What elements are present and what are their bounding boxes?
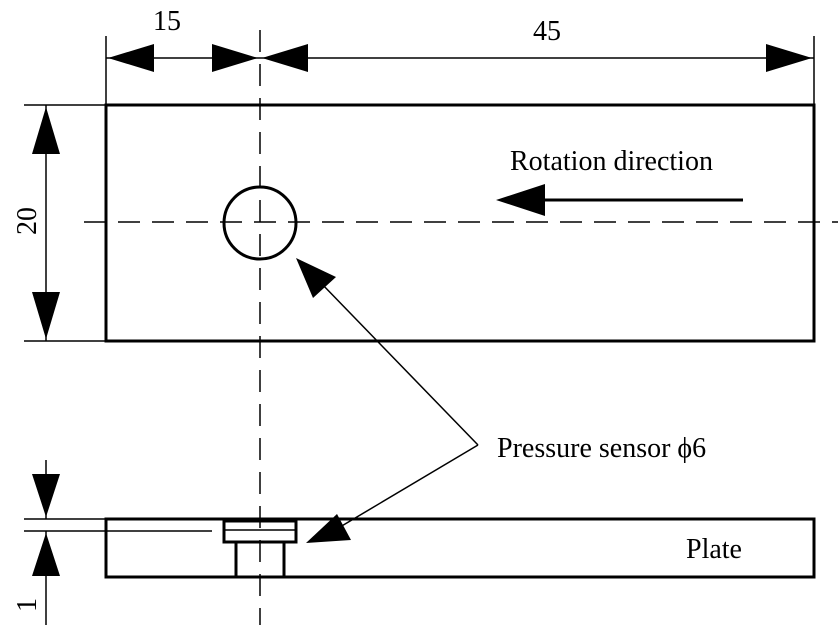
- dim-45-arrow-right: [766, 44, 812, 72]
- sensor-leader-upper: [319, 281, 479, 446]
- sensor-stem: [234, 540, 286, 579]
- dim-15-arrow-right: [212, 44, 258, 72]
- sensor-circle: [222, 185, 298, 261]
- rotation-arrow-head: [496, 184, 545, 216]
- dim-1-arrow-top: [32, 474, 60, 517]
- dim-15-arrow-left: [108, 44, 154, 72]
- dim-1-arrow-bottom: [32, 533, 60, 576]
- sensor-leader-lower-head: [306, 514, 351, 543]
- dim-length-label: 45: [533, 16, 561, 47]
- dim-offset-label: 15: [153, 6, 181, 37]
- pressure-sensor-label: Pressure sensor ϕ6: [497, 433, 706, 464]
- dim-width-label: 20: [12, 207, 43, 235]
- sensor-leader-lower: [334, 444, 479, 531]
- dim-20-arrow-bottom: [32, 292, 60, 339]
- plate-side-view: [104, 517, 816, 579]
- rotation-direction-label: Rotation direction: [510, 146, 713, 177]
- sensor-leader-upper-head: [296, 258, 336, 298]
- dim-20-arrow-top: [32, 107, 60, 154]
- dim-thickness-label: 1: [12, 598, 43, 612]
- plate-label: Plate: [686, 534, 742, 565]
- dim-45-arrow-left: [262, 44, 308, 72]
- plate-top-view: [104, 103, 816, 343]
